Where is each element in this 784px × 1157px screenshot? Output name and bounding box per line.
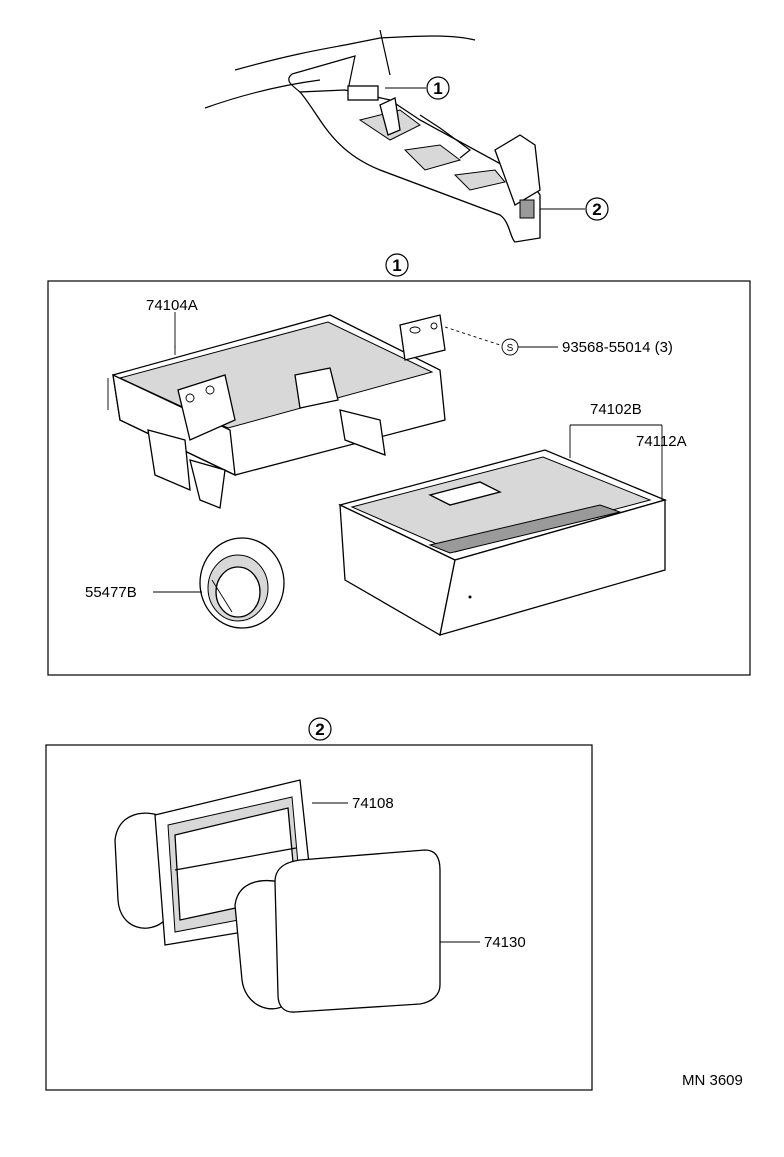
section-two-marker: [308, 717, 332, 741]
bracket-drawing: [107, 314, 446, 509]
section-one-frame: [47, 280, 751, 676]
plug-drawing: [234, 849, 441, 1013]
screw-s-text: S: [507, 343, 514, 354]
screw-label: 93568-55014 (3): [562, 339, 673, 356]
storage-box-drawing: [338, 449, 667, 637]
callout-two-text: 2: [592, 200, 601, 219]
ring-drawing: [199, 537, 285, 629]
callout-two-circle: [585, 197, 609, 221]
diagram-code: MN 3609: [682, 1072, 743, 1089]
callout-one-text: 1: [433, 79, 442, 98]
callout-one-circle: [426, 76, 450, 100]
section-two-frame: [45, 744, 593, 1091]
bracket-label: 74104A: [146, 297, 198, 314]
ring-label: 55477B: [85, 584, 137, 601]
screw-leader-dashed: [444, 326, 501, 346]
box-assy-label: 74102B: [590, 401, 642, 418]
section-one-text: 1: [392, 256, 401, 275]
section-one-marker: [385, 253, 409, 277]
console-overview-drawing: [204, 29, 541, 243]
plug-label: 74130: [484, 934, 526, 951]
box-label: 74112A: [636, 433, 687, 450]
section-two-text: 2: [315, 720, 324, 739]
housing-label: 74108: [352, 795, 394, 812]
